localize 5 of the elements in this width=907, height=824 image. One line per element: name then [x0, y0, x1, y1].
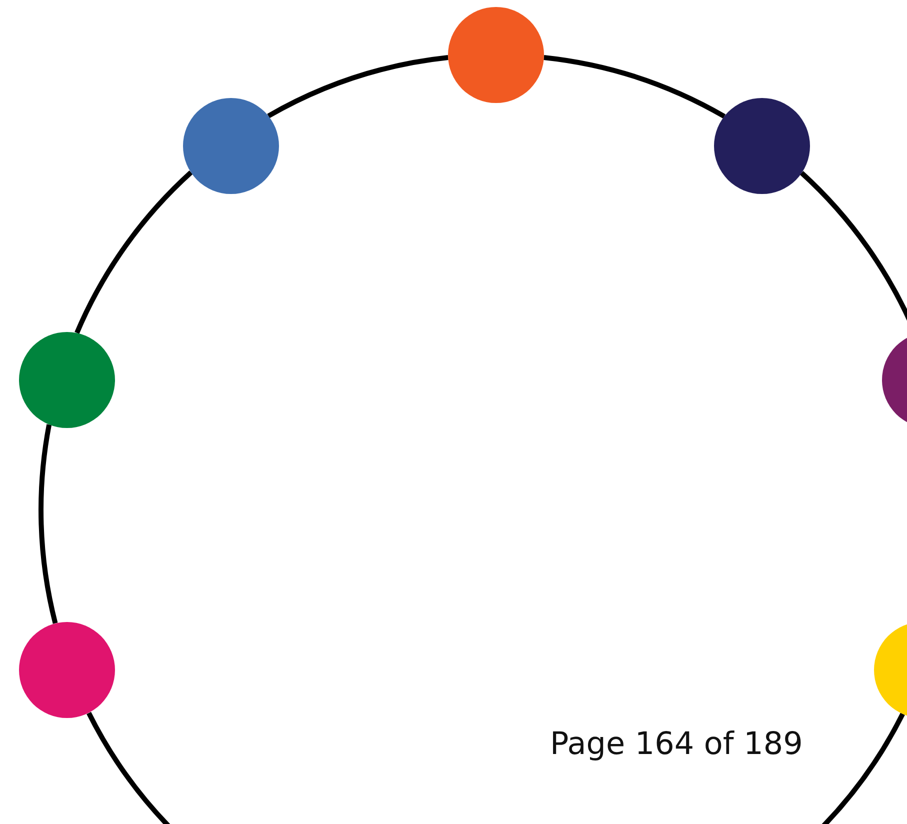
ring-arc	[74, 170, 193, 334]
ring-arc	[38, 424, 58, 624]
page-number: Page 164 of 189	[550, 726, 803, 762]
ring-arc	[544, 55, 726, 119]
ring-arc	[267, 55, 448, 118]
